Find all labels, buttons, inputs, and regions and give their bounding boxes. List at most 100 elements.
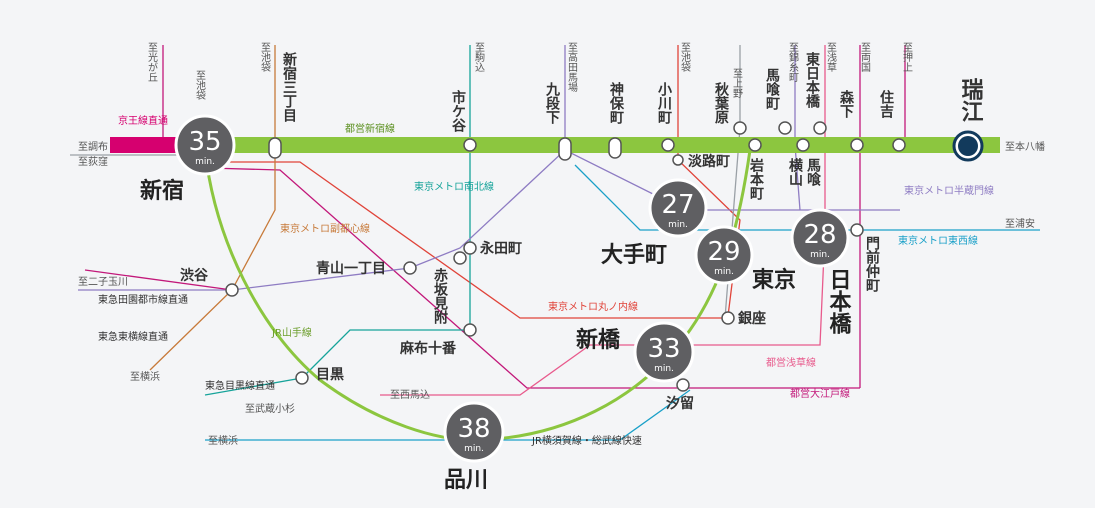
badge-nihonbashi: 28 min. [790, 208, 850, 268]
station-nagatacho: 永田町 [479, 240, 522, 257]
badge-shinjuku-unit: min. [195, 157, 215, 167]
vertical-station-labels: 新宿三丁目 市ケ谷 九段下 神保町 小川町 秋葉原 馬喰町 東日本橋 森下 住吉… [281, 51, 894, 325]
station-higashinihombashi: 東日本橋 [804, 51, 820, 109]
iwamotocho-marker [748, 138, 762, 152]
bakurocho-marker [778, 121, 792, 135]
station-monzen: 門前仲町 [864, 236, 880, 293]
sobu-line [794, 45, 801, 211]
station-awajicho: 淡路町 [688, 153, 730, 170]
dir-nishimagome: 至西馬込 [390, 389, 430, 401]
station-kudanshita: 九段下 [544, 82, 561, 125]
station-mizue: 瑞江 [958, 78, 984, 122]
line-namboku-label: 東京メトロ南北線 [414, 180, 494, 193]
station-markers [225, 121, 906, 392]
aoyama-marker [403, 261, 417, 275]
station-azabu: 麻布十番 [399, 340, 457, 357]
dir-musashikosugi: 至武蔵小杉 [245, 402, 295, 415]
dir-asakusa: 至浅草 [825, 42, 837, 72]
yokoyama-marker [796, 138, 810, 152]
badge-shinagawa-unit: min. [464, 444, 484, 454]
dir-mitaka: 至光が丘 [146, 42, 158, 82]
station-shinjuku3: 新宿三丁目 [281, 51, 297, 123]
station-shinjuku: 新宿 [140, 178, 184, 204]
badge-tokyo-time: 29 [707, 237, 740, 267]
morishita-marker [850, 138, 864, 152]
station-bakurocho: 馬喰町 [764, 68, 780, 111]
dir-komagome: 至駒込 [473, 42, 485, 72]
badge-otemachi: 27 min. [648, 178, 708, 238]
hibiya-line [724, 45, 741, 319]
route-lines [78, 45, 1040, 441]
direction-labels-vertical: 至光が丘 至池袋 至池袋 至駒込 至高田馬場 至池袋 至上野 至錦糸町 至浅草 … [146, 42, 913, 100]
fukutoshin-line [149, 45, 276, 371]
nagatacho-marker [463, 241, 477, 255]
station-tokyo: 東京 [752, 267, 796, 293]
badge-shimbashi-unit: min. [654, 364, 674, 374]
line-meguro-label: 東急目黒線直通 [205, 379, 275, 392]
station-nihonbashi: 日本橋 [826, 268, 852, 334]
dir-motoyawata: 至本八幡 [1005, 140, 1045, 153]
shinjuku3-marker [268, 137, 282, 159]
oedo-line [162, 45, 861, 389]
kudanshita-marker [558, 137, 572, 161]
dir-ogikubo: 至荻窪 [78, 155, 108, 168]
station-akihabara: 秋葉原 [713, 81, 730, 125]
meguro-marker [295, 371, 309, 385]
station-morishita: 森下 [838, 89, 854, 119]
akihabara-marker [733, 121, 747, 135]
line-labels: 都営新宿線 京王線直通 東京メトロ副都心線 東京メトロ南北線 東京メトロ半蔵門線… [98, 114, 994, 447]
toyoko-line [84, 269, 233, 291]
line-marunouchi-label: 東京メトロ丸ノ内線 [548, 300, 638, 313]
station-akasaka: 赤坂見附 [432, 268, 449, 325]
dir-takadanobaba: 至高田馬場 [566, 42, 578, 93]
station-ogawamachi: 小川町 [656, 82, 673, 125]
azabu-marker [463, 323, 477, 337]
dir-kinshicho: 至錦糸町 [787, 42, 799, 82]
dir-oshiage: 至押上 [901, 42, 913, 72]
dir-ikebukuro3: 至池袋 [679, 42, 691, 72]
dir-ryogoku: 至両国 [859, 42, 871, 73]
station-meguro: 目黒 [316, 367, 344, 383]
shiodome-marker [676, 378, 690, 392]
akasaka-marker [453, 251, 467, 265]
badge-shinagawa-time: 38 [457, 414, 490, 444]
station-aoyama: 青山一丁目 [316, 260, 386, 277]
ichigaya-marker [463, 138, 477, 152]
dir-ikebukuro2: 至池袋 [259, 42, 271, 72]
jimbocho-marker [608, 137, 622, 159]
station-ginza: 銀座 [738, 310, 766, 327]
monzen-marker [850, 223, 864, 237]
line-yamanote-label: JR山手線 [271, 326, 312, 339]
higashinihombashi-marker [813, 121, 827, 135]
dir-ueno: 至上野 [731, 68, 743, 98]
dir-yokohama1: 至横浜 [130, 370, 160, 383]
station-sumiyoshi: 住吉 [878, 89, 894, 119]
toei-shinjuku-line [205, 137, 1000, 153]
dir-ikebukuro1: 至池袋 [194, 70, 206, 100]
dir-chofu: 至調布 [78, 140, 108, 153]
direction-labels: 至本八幡 至調布 至荻窪 至浦安 至二子玉川 至横浜 至武蔵小杉 至西馬込 至横… [78, 140, 1045, 447]
mizue-marker-core [958, 136, 978, 156]
badge-shimbashi-time: 33 [647, 334, 680, 364]
station-bakuro2: 馬喰 [805, 158, 821, 187]
ginza-marker [721, 311, 735, 325]
line-fukutoshin-label: 東京メトロ副都心線 [280, 222, 370, 235]
line-yokosuka-label: JR横須賀線・総武線快速 [531, 434, 642, 447]
line-toyoko-label: 東急東横線直通 [98, 330, 168, 343]
hanzomon-line [78, 45, 900, 291]
badge-nihonbashi-unit: min. [810, 250, 830, 260]
station-shimbashi: 新橋 [576, 327, 621, 353]
badge-shinagawa: 38 min. [443, 401, 505, 463]
line-hanzomon-label: 東京メトロ半蔵門線 [904, 184, 994, 197]
line-asakusa-label: 都営浅草線 [766, 356, 816, 369]
shibuya-marker [225, 283, 239, 297]
line-shinjuku-label: 都営新宿線 [345, 122, 395, 135]
badge-tokyo: 29 min. [694, 225, 754, 285]
station-shibuya: 渋谷 [180, 267, 209, 284]
tozai-line [574, 164, 1040, 231]
line-denentoshi-label: 東急田園都市線直通 [98, 293, 188, 306]
line-oedo-label: 都営大江戸線 [790, 387, 850, 400]
station-ichigaya: 市ケ谷 [450, 89, 466, 133]
dir-urayasu: 至浦安 [1005, 217, 1035, 230]
